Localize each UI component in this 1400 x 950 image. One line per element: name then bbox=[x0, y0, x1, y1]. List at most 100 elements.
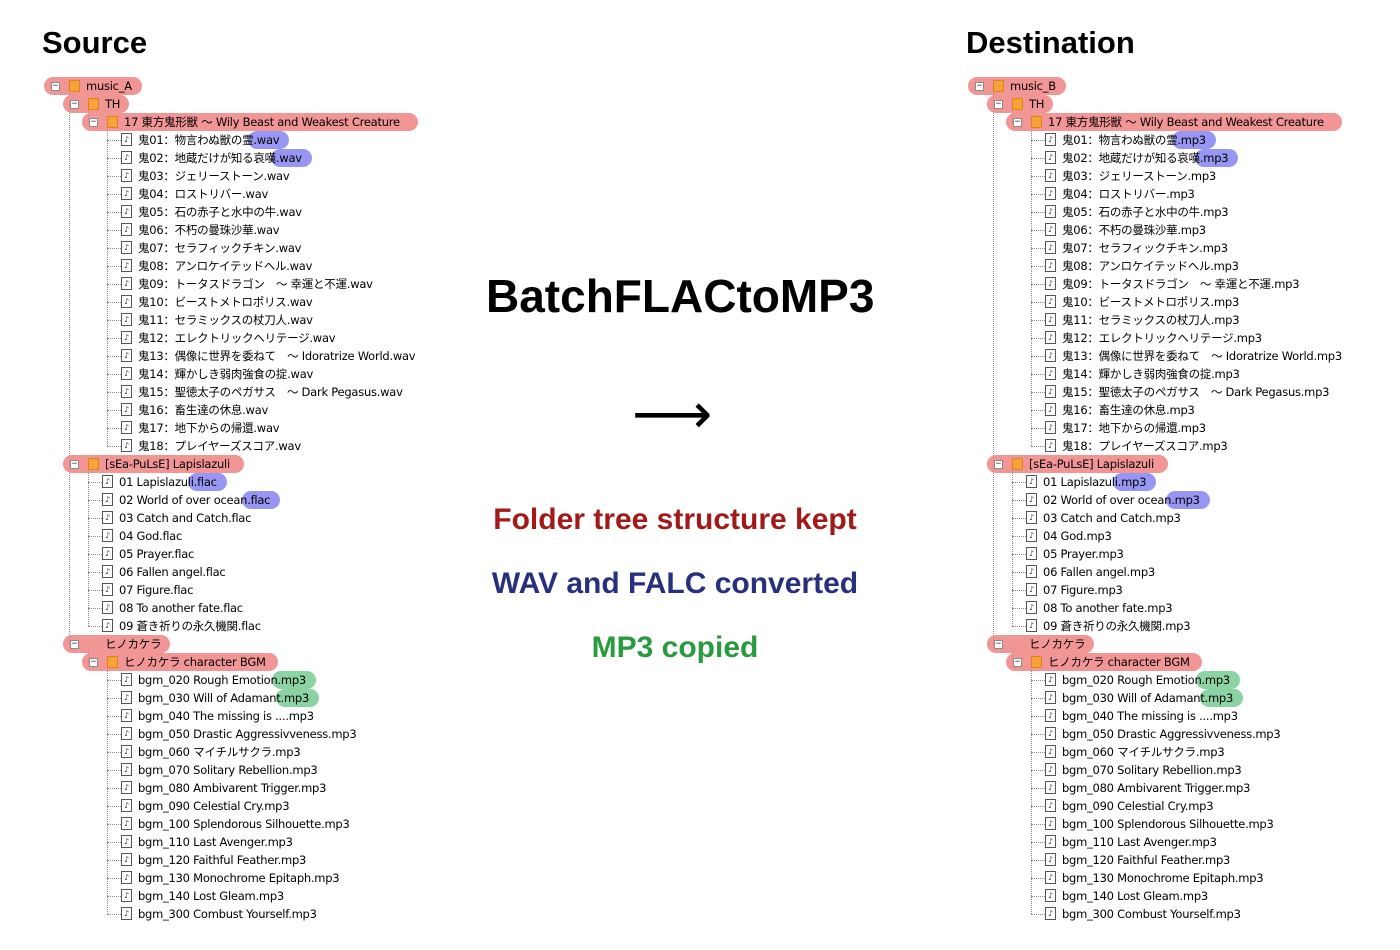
tree-folder-item[interactable]: 17 東方鬼形獣 ～ Wily Beast and Weakest Creatu… bbox=[124, 115, 400, 129]
tree-file-item[interactable]: bgm_040 The missing is ....mp3 bbox=[138, 709, 314, 723]
tree-file-item[interactable]: 03 Catch and Catch.flac bbox=[119, 511, 252, 525]
tree-file-item[interactable]: 09 蒼き祈りの永久機関.mp3 bbox=[1043, 619, 1191, 633]
tree-file-item[interactable]: bgm_110 Last Avenger.mp3 bbox=[138, 835, 293, 849]
tree-file-item[interactable]: bgm_070 Solitary Rebellion.mp3 bbox=[138, 763, 318, 777]
tree-file-item[interactable]: bgm_030 Will of Adamant.mp3 bbox=[1062, 691, 1234, 705]
tree-file-item[interactable]: bgm_040 The missing is ....mp3 bbox=[1062, 709, 1238, 723]
tree-file-item[interactable]: 鬼11：セラミックスの杖刀人.wav bbox=[138, 313, 313, 327]
tree-file-item[interactable]: 04 God.mp3 bbox=[1043, 529, 1112, 543]
tree-file-item[interactable]: bgm_130 Monochrome Epitaph.mp3 bbox=[1062, 871, 1264, 885]
tree-file-item[interactable]: bgm_130 Monochrome Epitaph.mp3 bbox=[138, 871, 340, 885]
tree-folder-item[interactable]: [sEa-PuLsE] Lapislazuli bbox=[105, 457, 230, 471]
tree-file-item[interactable]: bgm_140 Lost Gleam.mp3 bbox=[138, 889, 284, 903]
tree-file-item[interactable]: 鬼10：ビーストメトロポリス.mp3 bbox=[1062, 295, 1240, 309]
tree-file-item[interactable]: 03 Catch and Catch.mp3 bbox=[1043, 511, 1181, 525]
tree-file-item[interactable]: bgm_050 Drastic Aggressivveness.mp3 bbox=[1062, 727, 1281, 741]
tree-file-item[interactable]: 鬼17：地下からの帰還.wav bbox=[138, 421, 280, 435]
tree-file-item[interactable]: bgm_140 Lost Gleam.mp3 bbox=[1062, 889, 1208, 903]
tree-file-item[interactable]: 鬼18：プレイヤーズスコア.wav bbox=[138, 439, 301, 453]
tree-folder-item[interactable]: 17 東方鬼形獣 ～ Wily Beast and Weakest Creatu… bbox=[1048, 115, 1324, 129]
tree-file-item[interactable]: 鬼08：アンロケイテッドヘル.wav bbox=[138, 259, 313, 273]
collapse-icon[interactable]: − bbox=[975, 81, 984, 91]
tree-file-item[interactable]: 01 Lapislazuli.flac bbox=[119, 475, 217, 489]
tree-file-item[interactable]: bgm_020 Rough Emotion.mp3 bbox=[138, 673, 306, 687]
tree-file-item[interactable]: 鬼15：聖徳太子のペガサス ～ Dark Pegasus.mp3 bbox=[1062, 385, 1330, 399]
collapse-icon[interactable]: − bbox=[994, 459, 1003, 469]
tree-file-item[interactable]: bgm_090 Celestial Cry.mp3 bbox=[138, 799, 290, 813]
tree-file-item[interactable]: bgm_050 Drastic Aggressivveness.mp3 bbox=[138, 727, 357, 741]
tree-file-item[interactable]: 鬼04：ロストリバー.mp3 bbox=[1062, 187, 1195, 201]
collapse-icon[interactable]: − bbox=[51, 81, 60, 91]
tree-file-item[interactable]: 鬼15：聖徳太子のペガサス ～ Dark Pegasus.wav bbox=[138, 385, 403, 399]
tree-file-item[interactable]: 鬼10：ビーストメトロポリス.wav bbox=[138, 295, 313, 309]
collapse-icon[interactable]: − bbox=[1013, 657, 1022, 667]
tree-file-item[interactable]: 鬼06：不朽の曼珠沙華.mp3 bbox=[1062, 223, 1206, 237]
tree-file-item[interactable]: 鬼12：エレクトリックヘリテージ.mp3 bbox=[1062, 331, 1262, 345]
tree-file-item[interactable]: 02 World of over ocean.flac bbox=[119, 493, 271, 507]
tree-file-item[interactable]: 鬼16：畜生達の休息.mp3 bbox=[1062, 403, 1195, 417]
tree-file-item[interactable]: 鬼02：地蔵だけが知る哀嘆.wav bbox=[138, 151, 302, 165]
tree-folder-item[interactable]: TH bbox=[105, 97, 121, 111]
tree-file-item[interactable]: bgm_090 Celestial Cry.mp3 bbox=[1062, 799, 1214, 813]
tree-file-item[interactable]: 鬼06：不朽の曼珠沙華.wav bbox=[138, 223, 280, 237]
tree-file-item[interactable]: 07 Figure.mp3 bbox=[1043, 583, 1123, 597]
collapse-icon[interactable]: − bbox=[89, 117, 98, 127]
tree-file-item[interactable]: 鬼03：ジェリーストーン.wav bbox=[138, 169, 290, 183]
tree-file-item[interactable]: 鬼18：プレイヤーズスコア.mp3 bbox=[1062, 439, 1228, 453]
tree-folder-item[interactable]: ヒノカケラ character BGM bbox=[1048, 655, 1190, 669]
tree-file-item[interactable]: 鬼17：地下からの帰還.mp3 bbox=[1062, 421, 1206, 435]
tree-file-item[interactable]: 鬼07：セラフィックチキン.mp3 bbox=[1062, 241, 1228, 255]
tree-file-item[interactable]: 鬼04：ロストリバー.wav bbox=[138, 187, 269, 201]
tree-file-item[interactable]: 07 Figure.flac bbox=[119, 583, 194, 597]
tree-file-item[interactable]: 05 Prayer.mp3 bbox=[1043, 547, 1124, 561]
tree-file-item[interactable]: 鬼07：セラフィックチキン.wav bbox=[138, 241, 302, 255]
collapse-icon[interactable]: − bbox=[994, 639, 1003, 649]
tree-file-item[interactable]: bgm_110 Last Avenger.mp3 bbox=[1062, 835, 1217, 849]
tree-file-item[interactable]: 鬼14：輝かしき弱肉強食の掟.wav bbox=[138, 367, 314, 381]
tree-file-item[interactable]: 06 Fallen angel.flac bbox=[119, 565, 226, 579]
tree-file-item[interactable]: bgm_120 Faithful Feather.mp3 bbox=[138, 853, 307, 867]
tree-folder-item[interactable]: music_A bbox=[86, 79, 132, 93]
tree-file-item[interactable]: 01 Lapislazuli.mp3 bbox=[1043, 475, 1147, 489]
tree-file-item[interactable]: 鬼08：アンロケイテッドヘル.mp3 bbox=[1062, 259, 1239, 273]
tree-file-item[interactable]: 08 To another fate.mp3 bbox=[1043, 601, 1173, 615]
tree-file-item[interactable]: 鬼09：トータスドラゴン ～ 幸運と不運.mp3 bbox=[1062, 277, 1300, 291]
tree-file-item[interactable]: 02 World of over ocean.mp3 bbox=[1043, 493, 1200, 507]
tree-folder-item[interactable]: music_B bbox=[1010, 79, 1056, 93]
tree-file-item[interactable]: 鬼13：偶像に世界を委ねて ～ Idoratrize World.wav bbox=[138, 349, 416, 363]
tree-file-item[interactable]: 鬼01：物言わぬ獣の霊.wav bbox=[138, 133, 280, 147]
collapse-icon[interactable]: − bbox=[1013, 117, 1022, 127]
tree-file-item[interactable]: 04 God.flac bbox=[119, 529, 183, 543]
collapse-icon[interactable]: − bbox=[70, 99, 79, 109]
tree-file-item[interactable]: 鬼05：石の赤子と水中の牛.mp3 bbox=[1062, 205, 1229, 219]
tree-file-item[interactable]: bgm_120 Faithful Feather.mp3 bbox=[1062, 853, 1231, 867]
tree-file-item[interactable]: bgm_020 Rough Emotion.mp3 bbox=[1062, 673, 1230, 687]
tree-file-item[interactable]: bgm_060 マイチルサクラ.mp3 bbox=[138, 745, 301, 759]
tree-file-item[interactable]: 08 To another fate.flac bbox=[119, 601, 243, 615]
tree-file-item[interactable]: 鬼05：石の赤子と水中の牛.wav bbox=[138, 205, 302, 219]
tree-folder-item[interactable]: ヒノカケラ bbox=[105, 637, 162, 651]
collapse-icon[interactable]: − bbox=[70, 639, 79, 649]
tree-file-item[interactable]: bgm_100 Splendorous Silhouette.mp3 bbox=[138, 817, 350, 831]
tree-file-item[interactable]: 鬼12：エレクトリックヘリテージ.wav bbox=[138, 331, 336, 345]
tree-folder-item[interactable]: [sEa-PuLsE] Lapislazuli bbox=[1029, 457, 1154, 471]
tree-file-item[interactable]: bgm_080 Ambivarent Trigger.mp3 bbox=[1062, 781, 1251, 795]
tree-folder-item[interactable]: ヒノカケラ bbox=[1029, 637, 1086, 651]
tree-file-item[interactable]: bgm_030 Will of Adamant.mp3 bbox=[138, 691, 310, 705]
tree-file-item[interactable]: 06 Fallen angel.mp3 bbox=[1043, 565, 1155, 579]
tree-file-item[interactable]: bgm_080 Ambivarent Trigger.mp3 bbox=[138, 781, 327, 795]
collapse-icon[interactable]: − bbox=[70, 459, 79, 469]
collapse-icon[interactable]: − bbox=[89, 657, 98, 667]
tree-file-item[interactable]: bgm_100 Splendorous Silhouette.mp3 bbox=[1062, 817, 1274, 831]
tree-file-item[interactable]: 鬼02：地蔵だけが知る哀嘆.mp3 bbox=[1062, 151, 1229, 165]
tree-folder-item[interactable]: ヒノカケラ character BGM bbox=[124, 655, 266, 669]
tree-file-item[interactable]: 鬼03：ジェリーストーン.mp3 bbox=[1062, 169, 1216, 183]
tree-file-item[interactable]: 鬼14：輝かしき弱肉強食の掟.mp3 bbox=[1062, 367, 1240, 381]
tree-file-item[interactable]: 鬼01：物言わぬ獣の霊.mp3 bbox=[1062, 133, 1206, 147]
tree-file-item[interactable]: bgm_070 Solitary Rebellion.mp3 bbox=[1062, 763, 1242, 777]
tree-file-item[interactable]: 鬼16：畜生達の休息.wav bbox=[138, 403, 269, 417]
tree-file-item[interactable]: 05 Prayer.flac bbox=[119, 547, 195, 561]
tree-folder-item[interactable]: TH bbox=[1029, 97, 1045, 111]
tree-file-item[interactable]: 09 蒼き祈りの永久機関.flac bbox=[119, 619, 261, 633]
tree-file-item[interactable]: 鬼11：セラミックスの杖刀人.mp3 bbox=[1062, 313, 1240, 327]
